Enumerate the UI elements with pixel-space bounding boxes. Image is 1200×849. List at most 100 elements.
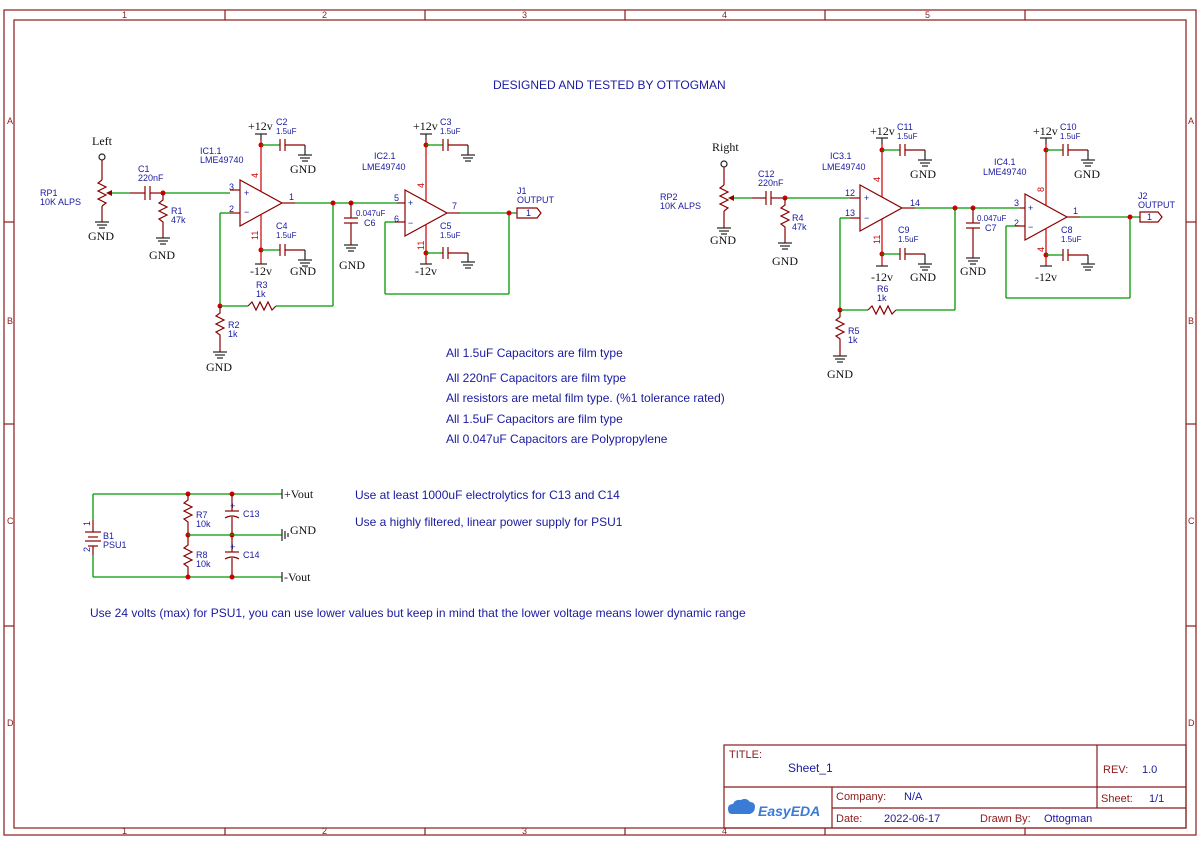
row-label-right-b: B: [1188, 316, 1194, 326]
note-line-1: All 1.5uF Capacitors are film type: [446, 346, 623, 360]
svg-text:−: −: [408, 218, 413, 228]
col-label-top-4: 4: [722, 10, 727, 20]
ic3-pin-out: 14: [910, 198, 920, 208]
r1-ref: R1: [171, 206, 183, 216]
j2-output-connector[interactable]: [1139, 211, 1163, 223]
vpos-label: +12v: [1033, 124, 1058, 138]
gnd-label: GND: [206, 360, 232, 374]
c8-value: 1.5uF: [1061, 235, 1082, 244]
c12-ref: C12: [758, 169, 775, 179]
gnd-symbol: [1081, 159, 1095, 167]
gnd-label: GND: [960, 264, 986, 278]
col-label-top-2: 2: [322, 10, 327, 20]
ic4-pin-out: 1: [1073, 206, 1078, 216]
svg-text:+: +: [244, 188, 249, 198]
r2-resistor[interactable]: [214, 306, 226, 352]
c4-ref: C4: [276, 221, 288, 231]
gnd-symbol: [461, 261, 475, 269]
psu-note-2: Use a highly filtered, linear power supp…: [355, 515, 623, 529]
j1-output-connector[interactable]: [516, 207, 542, 219]
svg-text:+: +: [230, 542, 235, 552]
ic1-part: LME49740: [200, 155, 244, 165]
col-label-top-1: 1: [122, 10, 127, 20]
rp1-potentiometer[interactable]: [96, 179, 108, 207]
r3-ref: R3: [256, 280, 268, 290]
rp2-potentiometer[interactable]: [718, 184, 730, 212]
rev-value: 1.0: [1142, 764, 1157, 776]
c2-ref: C2: [276, 117, 288, 127]
col-label-top-3: 3: [522, 10, 527, 20]
gnd-label: GND: [910, 270, 936, 284]
r8-ref: R8: [196, 550, 208, 560]
sheet-label: Sheet:: [1101, 793, 1133, 805]
gnd-symbol: [298, 154, 312, 162]
ic1-pin-out: 1: [289, 192, 294, 202]
note-line-4: All 1.5uF Capacitors are film type: [446, 412, 623, 426]
ic3-opamp[interactable]: [859, 183, 904, 233]
r1-resistor[interactable]: [157, 193, 169, 238]
j2-ref: J2: [1138, 191, 1148, 201]
c1-ref: C1: [138, 164, 150, 174]
ic1-pin-vn: 11: [250, 231, 260, 240]
rp1-ref: RP1: [40, 188, 58, 198]
svg-text:+: +: [1028, 203, 1033, 213]
b1-pin-2: 2: [82, 547, 92, 552]
gnd-symbol: [918, 159, 932, 167]
col-label-bottom-4: 4: [722, 826, 727, 836]
ic1-pin-in-p: 3: [229, 182, 234, 192]
ic2-pin-vn: 11: [416, 241, 426, 250]
r8-resistor[interactable]: [182, 535, 194, 577]
right-channel: Right RP2 10K ALPS GND C12 220nF R4 47k …: [660, 122, 1176, 381]
ic4-pin-vp: 8: [1036, 187, 1046, 192]
ic4-part: LME49740: [983, 167, 1027, 177]
r4-ref: R4: [792, 213, 804, 223]
r6-resistor[interactable]: [867, 304, 897, 316]
ic2-pin-in-n: 6: [394, 214, 399, 224]
c9-ref: C9: [898, 225, 910, 235]
row-label-left-c: C: [7, 516, 14, 526]
r1-value: 47k: [171, 215, 186, 225]
gnd-label: GND: [910, 167, 936, 181]
vpos-label: +12v: [248, 119, 273, 133]
r5-resistor[interactable]: [834, 310, 846, 356]
designer-credit: DESIGNED AND TESTED BY OTTOGMAN: [493, 78, 726, 92]
c14-ref: C14: [243, 550, 260, 560]
svg-text:+: +: [864, 193, 869, 203]
c5-value: 1.5uF: [440, 231, 461, 240]
left-input-terminal[interactable]: [98, 153, 106, 161]
pvout-label: +Vout: [284, 487, 314, 501]
r4-resistor[interactable]: [779, 198, 791, 243]
row-label-left-d: D: [7, 718, 14, 728]
r7-value: 10k: [196, 519, 211, 529]
gnd-symbol: [461, 154, 475, 162]
c1-value: 220nF: [138, 173, 164, 183]
r2-ref: R2: [228, 320, 240, 330]
r7-resistor[interactable]: [182, 494, 194, 535]
gnd-label: GND: [290, 264, 316, 278]
row-label-left-a: A: [7, 116, 13, 126]
r3-resistor[interactable]: [247, 300, 277, 312]
c3-value: 1.5uF: [440, 127, 461, 136]
c6-ref: C6: [364, 218, 376, 228]
ic2-pin-out: 7: [452, 201, 457, 211]
vpos-label: +12v: [870, 124, 895, 138]
mvout-label: -Vout: [284, 570, 311, 584]
j1-ref: J1: [517, 186, 527, 196]
gnd-symbol: [833, 355, 847, 363]
vpos-label: +12v: [413, 119, 438, 133]
b1-pin-1: 1: [82, 521, 92, 526]
right-input-terminal[interactable]: [720, 160, 728, 168]
date-label: Date:: [836, 813, 862, 825]
gnd-label: GND: [827, 367, 853, 381]
r7-ref: R7: [196, 510, 208, 520]
vneg-label: -12v: [250, 264, 272, 278]
svg-text:−: −: [1028, 222, 1033, 232]
ic2-ref: IC2.1: [374, 151, 396, 161]
drawn-value: Ottogman: [1044, 813, 1092, 825]
row-label-right-a: A: [1188, 116, 1194, 126]
gnd-symbol: [1081, 263, 1095, 271]
gnd-symbol: [344, 244, 358, 252]
ic2-pin-vp: 4: [416, 183, 426, 188]
c5-ref: C5: [440, 221, 452, 231]
